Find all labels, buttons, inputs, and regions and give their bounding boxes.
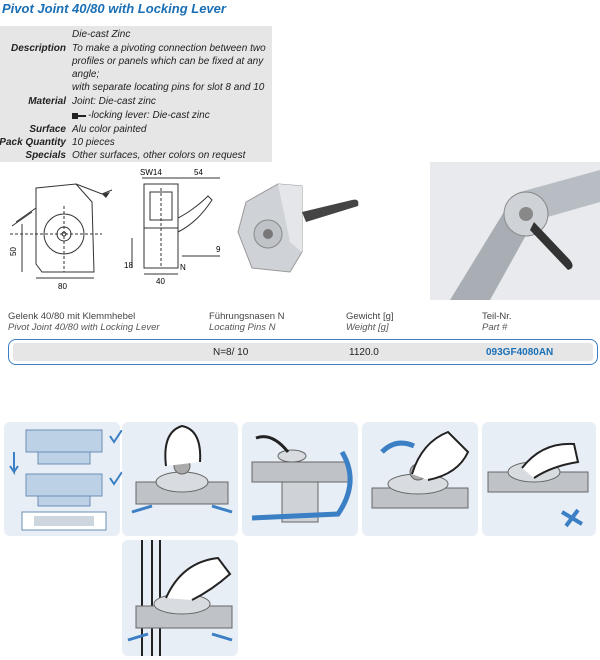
spec-label: Material [28,96,66,107]
spec-value: Joint: Die-cast zinc [72,96,156,107]
lock-lever-illustration [487,442,589,528]
instruction-panel-insert [122,422,238,536]
table-row-fill: N=8/ 10 1120.0 093GF4080AN [13,343,593,361]
locating-pin-diagram [9,429,107,531]
instruction-panel-pins [4,422,120,536]
assembled-joint-illustration [127,540,233,656]
insert-pins-illustration [131,424,233,514]
check-marks [109,430,123,486]
instruction-panel-tighten [362,422,478,536]
front-view-drawing: 50 80 [9,183,113,291]
cell-pins: N=8/ 10 [213,347,249,358]
dim-40: 40 [156,277,165,286]
cell-weight: 1120.0 [349,347,379,358]
col-description-en: Pivot Joint 40/80 with Locking Lever [8,322,160,333]
spec-label: Pack Quantity [0,137,66,148]
spec-value: To make a pivoting connection between tw… [72,43,266,54]
dim-9: 9 [216,245,221,254]
product-photo [237,183,359,273]
application-photo [430,162,600,300]
spec-value: Die-cast Zinc [72,29,131,40]
spec-value: profiles or panels which can be fixed at… [72,56,264,67]
spec-label: Specials [25,150,66,161]
spec-value: angle; [72,69,100,80]
spec-panel: Die-cast Zinc Description To make a pivo… [0,26,272,162]
col-description-header: Gelenk 40/80 mit Klemmhebel Pivot Joint … [8,311,160,333]
dim-50: 50 [9,247,18,256]
col-weight-en: Weight [g] [346,322,389,333]
rotate-lever-illustration [251,435,353,523]
dim-80: 80 [58,282,67,291]
col-weight-header: Gewicht [g] Weight [g] [346,311,394,333]
tighten-lever-illustration [371,430,470,509]
locking-lever-icon [72,113,86,119]
dim-54: 54 [194,168,203,177]
col-pins-en: Locating Pins N [209,322,276,333]
instruction-panel-lock [482,422,596,536]
instruction-panel-rotate [242,422,358,536]
col-weight-de: Gewicht [g] [346,311,394,322]
col-pins-de: Führungsnasen N [209,311,285,322]
side-view-drawing: SW14 54 18 9 N 40 [124,168,221,286]
dim-18: 18 [124,261,133,270]
spec-value: with separate locating pins for slot 8 a… [72,82,265,93]
col-part-header: Teil-Nr. Part # [482,311,512,333]
col-description-de: Gelenk 40/80 mit Klemmhebel [8,311,136,322]
spec-value: Alu color painted [72,124,147,135]
col-pins-header: Führungsnasen N Locating Pins N [209,311,285,333]
instruction-panel-assembled [122,540,238,656]
col-part-en: Part # [482,322,508,333]
spec-label: Description [10,43,66,54]
spec-label: Surface [29,124,66,135]
dim-sw14: SW14 [140,168,162,177]
col-part-de: Teil-Nr. [482,311,512,322]
spec-value: -locking lever: Die-cast zinc [88,110,210,121]
dim-n: N [180,263,186,272]
cell-part-number[interactable]: 093GF4080AN [486,347,554,358]
page-title: Pivot Joint 40/80 with Locking Lever [2,1,226,16]
spec-value: Other surfaces, other colors on request [72,150,246,161]
table-row[interactable]: N=8/ 10 1120.0 093GF4080AN [8,339,598,365]
spec-value: 10 pieces [72,137,115,148]
